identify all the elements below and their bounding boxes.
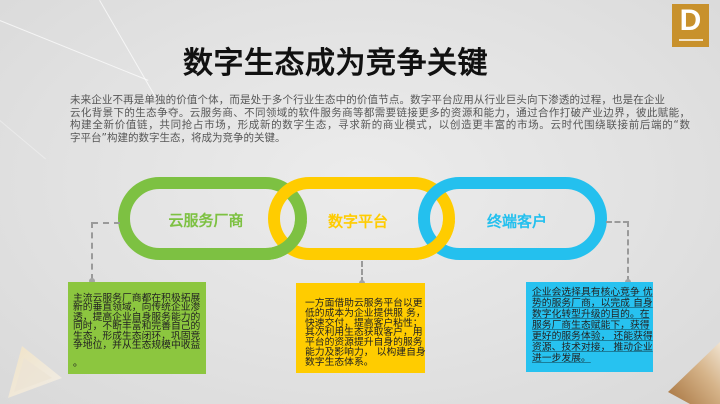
dashed-connector-icon: [361, 261, 363, 283]
chain-label-digital-platform: 数字平台: [327, 212, 389, 231]
card-end-customer: 企业会选择具有核心竞争 优 势的服务厂商，以完成 自身 数字化转型升级的目的。在…: [526, 282, 653, 372]
card-line: 生态，形成生态闭环，巩固竞: [73, 330, 201, 342]
card-line: 企业会选择具有核心竞争 优: [532, 287, 653, 298]
card-line: 其次利用生态获取客户，用: [305, 327, 423, 339]
connector-dot-icon: [89, 278, 95, 284]
card-line: 同时，不断丰富和完善自己的: [73, 321, 201, 333]
card-line: 。: [73, 358, 83, 370]
card-line: 低的成本为企业提供服 务，: [305, 307, 426, 319]
logo-caption-bar: [678, 39, 703, 41]
intro-line: 未来企业不再是单独的价值个体，而是处于多个行业生态中的价值节点。数字平台应用从行…: [70, 94, 665, 106]
card-digital-platform: 一方面借助云服务平台以更 低的成本为企业提供服 务， 快速交付，提高客户粘性； …: [296, 283, 426, 373]
card-line: 一方面借助云服务平台以更: [305, 298, 423, 309]
dashed-connector-icon: [606, 221, 629, 223]
chain-ring-cloud-vendor: [118, 177, 307, 260]
card-line: 争地位，并从生态规模中收益: [73, 340, 201, 352]
intro-line: 云化背景下的生态争夺。云服务商、不同领域的软件服务商等都需要链接更多的资源和能力…: [70, 106, 690, 119]
chain-ring-end-customer: [418, 177, 607, 260]
intro-line: 构建全新价值链，共同抢占市场，形成新的数字生态，寻求新的商业模式，以创造更丰富的…: [70, 119, 690, 131]
card-line: 服务厂商生态赋能下，获得: [532, 320, 650, 331]
card-line: 更好的服务体验， 还能获得: [532, 331, 653, 342]
intro-line: 字平台”构建的数字生态，将成为竞争的关键。: [70, 131, 286, 144]
card-line: 能力及影响力， 以构建自身: [305, 346, 426, 358]
chain-label-end-customer: 终端客户: [486, 212, 548, 231]
card-line: 资源、技术对接， 推动企业: [532, 342, 653, 353]
page-title: 数字生态成为竞争关键: [183, 46, 488, 81]
dashed-connector-icon: [91, 222, 93, 280]
card-line: 数字生态体系。: [305, 356, 374, 368]
card-line: 进一步发展。: [532, 353, 591, 364]
card-line: 透，提高企业自身服务能力的: [73, 311, 201, 323]
chain-label-cloud-vendor: 云服务厂商: [168, 211, 244, 230]
intro-paragraph: 未来企业不再是单独的价值个体，而是处于多个行业生态中的价值节点。数字平台应用从行…: [70, 94, 690, 144]
card-line: 势的服务厂商，以完成 自身: [532, 298, 653, 309]
card-line: 主流云服务厂商都在积极拓展: [73, 293, 201, 304]
card-line: 新的垂直领域，向传统企业渗: [73, 302, 201, 314]
logo-letter: D: [679, 4, 702, 37]
dashed-connector-icon: [627, 221, 629, 282]
chain-ring-digital-platform: [268, 177, 455, 260]
card-cloud-vendor: 主流云服务厂商都在积极拓展 新的垂直领域，向传统企业渗 透，提高企业自身服务能力…: [68, 282, 206, 374]
d-brand-logo-icon: D: [672, 4, 709, 47]
card-line: 数字化转型升级的目的。在: [532, 309, 650, 320]
card-line: 快速交付，提高客户粘性；: [305, 317, 423, 329]
card-line: 平台的资源提升自身的服务: [305, 337, 423, 349]
dashed-connector-icon: [92, 222, 120, 224]
